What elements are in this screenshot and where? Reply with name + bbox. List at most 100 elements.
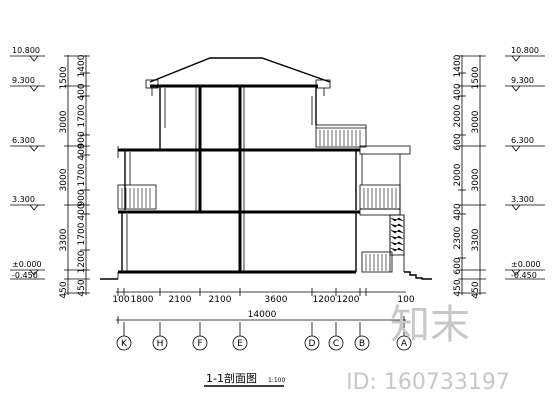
elevation-label: -0.450 <box>511 271 537 280</box>
dim-label: 450 <box>59 281 69 298</box>
axis-label: F <box>197 339 202 349</box>
dim-label: 1200 <box>337 295 360 305</box>
axis-bubble: A <box>396 335 412 351</box>
left-dimension-chains: 1500 1400 400 3000 1700 400 900 3000 170… <box>59 54 90 299</box>
bottom-dimensions: 100 1800 2100 2100 3600 1200 1200 100 14… <box>112 288 415 336</box>
elevation-tag: ±0.000 <box>505 260 545 276</box>
right-elevation-tags: 10.800 9.300 6.300 3.300 ±0.000 -0.450 <box>505 46 545 280</box>
right-dimension-chains: 1500 1400 400 3000 2000 600 3000 2000 40… <box>453 54 486 299</box>
third-floor <box>159 86 317 150</box>
elevation-tag: 10.800 <box>505 46 545 62</box>
dim-label: 450 <box>471 281 481 298</box>
elevation-tag: 3.300 <box>10 195 45 211</box>
entry-railing <box>361 251 393 273</box>
elevation-label: ±0.000 <box>12 260 42 269</box>
dim-label: 450 <box>453 279 463 296</box>
elevation-tag: 6.300 <box>10 136 45 152</box>
elevation-label: 3.300 <box>511 195 534 204</box>
ground-line <box>100 270 432 280</box>
dim-label: 2300 <box>453 226 463 249</box>
dim-label: 3300 <box>471 228 481 251</box>
dim-label: 3000 <box>59 110 69 133</box>
dim-label: 100 <box>112 295 129 305</box>
dim-label: 100 <box>397 295 414 305</box>
building-section <box>100 57 432 280</box>
dim-label: 1700 <box>77 222 87 245</box>
axis-label: E <box>237 339 243 349</box>
elevation-label: 6.300 <box>511 136 534 145</box>
elevation-label: 10.800 <box>511 46 539 55</box>
dim-label: 1400 <box>453 54 463 77</box>
axis-label: C <box>333 339 339 349</box>
dim-label: 2000 <box>453 163 463 186</box>
axis-label: B <box>359 339 365 349</box>
right-balcony <box>359 184 401 210</box>
dim-label: 1700 <box>77 163 87 186</box>
elevation-tag: 6.300 <box>505 136 545 152</box>
dim-label: 3000 <box>59 168 69 191</box>
dim-label: 1200 <box>313 295 336 305</box>
elevation-tag: 9.300 <box>505 76 545 92</box>
dim-label: 900 <box>77 131 87 148</box>
dim-label: 1200 <box>77 250 87 273</box>
watermark-logo: 知末 <box>390 302 470 348</box>
dim-label: 3000 <box>471 110 481 133</box>
axis-label: H <box>157 339 164 349</box>
dim-label: 400 <box>453 83 463 100</box>
dim-label: 2100 <box>169 295 192 305</box>
axis-label: A <box>401 339 408 349</box>
total-dim-label: 14000 <box>248 310 277 320</box>
dim-label: 600 <box>453 133 463 150</box>
dim-label: 1400 <box>77 54 87 77</box>
axis-bubbles: K H F E D C B A <box>116 335 412 351</box>
elevation-tag: ±0.000 <box>10 260 45 276</box>
axis-bubble: F <box>192 335 208 351</box>
axis-bubble: E <box>232 335 248 351</box>
elevation-tag: 3.300 <box>505 195 545 211</box>
dim-label: 3000 <box>471 168 481 191</box>
title-text: 1-1剖面图 <box>206 371 257 385</box>
dim-label: 400 <box>77 143 87 160</box>
elevation-label: 3.300 <box>12 195 35 204</box>
roof <box>145 57 331 96</box>
upper-balcony <box>315 124 367 148</box>
dim-label: 600 <box>453 257 463 274</box>
dim-label: 3600 <box>265 295 288 305</box>
watermark-id: ID: 160733197 <box>346 370 510 395</box>
watermark: 知末 ID: 160733197 <box>346 302 510 395</box>
elevation-label: 6.300 <box>12 136 35 145</box>
axis-label: D <box>309 339 316 349</box>
elevation-label: 9.300 <box>12 76 35 85</box>
elevation-label: 9.300 <box>511 76 534 85</box>
stone-pier <box>389 214 405 256</box>
elevation-label: -0.450 <box>12 271 38 280</box>
dim-label: 1700 <box>77 104 87 127</box>
axis-bubble: K <box>116 335 132 351</box>
dim-label: 2000 <box>453 104 463 127</box>
dim-label: 400 <box>77 203 87 220</box>
axis-label: K <box>121 339 128 349</box>
dim-label: 3300 <box>59 228 69 251</box>
axis-bubble: C <box>328 335 344 351</box>
dim-label: 2100 <box>209 295 232 305</box>
left-balcony <box>117 184 157 210</box>
dim-label: 1500 <box>471 66 481 89</box>
dim-label: 1800 <box>131 295 154 305</box>
dim-label: 400 <box>77 83 87 100</box>
elevation-label: 10.800 <box>12 46 40 55</box>
elevation-tag: -0.450 <box>10 271 45 280</box>
dim-label: 900 <box>77 189 87 206</box>
elevation-tag: -0.450 <box>505 271 545 280</box>
left-elevation-tags: 10.800 9.300 6.300 3.300 ±0.000 -0.450 <box>10 46 45 280</box>
axis-bubble: D <box>304 335 320 351</box>
elevation-tag: 9.300 <box>10 76 45 92</box>
dim-label: 450 <box>77 279 87 296</box>
drawing-title: 1-1剖面图 1:100 <box>204 371 285 387</box>
scale-text: 1:100 <box>268 377 285 384</box>
elevation-label: ±0.000 <box>511 260 541 269</box>
second-floor <box>124 150 401 215</box>
elevation-tag: 10.800 <box>10 46 45 62</box>
axis-bubble: H <box>152 335 168 351</box>
